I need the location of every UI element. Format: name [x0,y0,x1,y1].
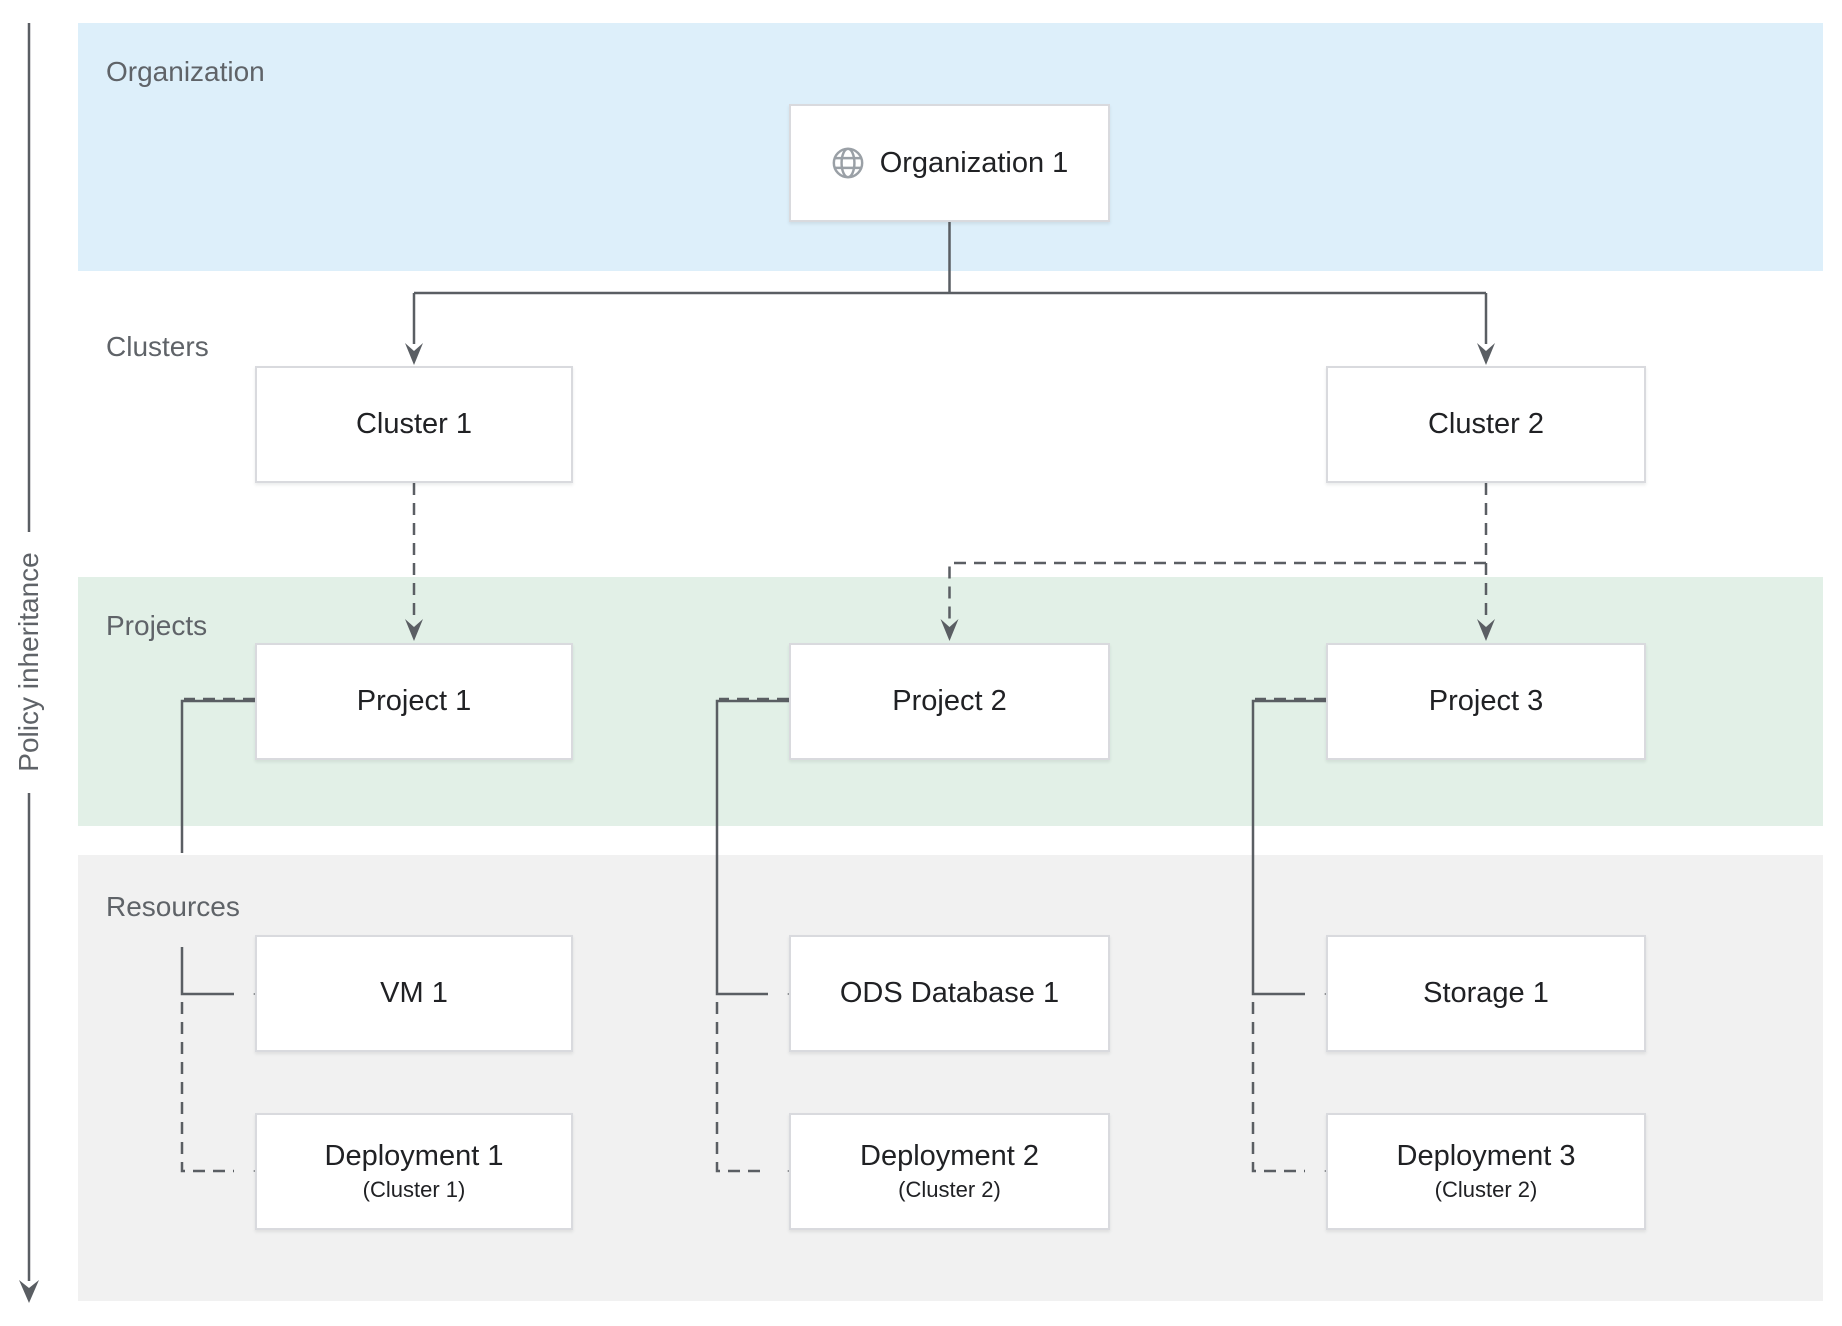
node-label: Deployment 1 [324,1140,504,1172]
node-label: ODS Database 1 [839,977,1060,1009]
resources-band-label: Resources [106,891,240,922]
projects-band-label: Projects [106,610,208,641]
node-label: Storage 1 [1423,977,1549,1009]
node-organization-1: Organization 1 [789,104,1110,222]
node-label: Project 3 [1428,685,1544,717]
node-sublabel: (Cluster 2) [1434,1177,1538,1202]
policy-inheritance-label: Policy inheritance [13,552,44,772]
node-cluster-2: Cluster 2 [1326,366,1646,483]
node-label: VM 1 [380,977,448,1009]
clusters-band-label: Clusters [106,331,209,362]
node-project-2: Project 2 [789,643,1110,760]
node-project-1: Project 1 [255,643,573,760]
arrowhead-cluster1 [405,343,423,365]
node-label: Deployment 2 [860,1140,1039,1172]
node-deployment-1: Deployment 1 (Cluster 1) [255,1113,573,1230]
node-cluster-1: Cluster 1 [255,366,573,483]
node-label: Project 1 [356,685,472,717]
node-vm-1: VM 1 [255,935,573,1052]
node-deployment-2: Deployment 2 (Cluster 2) [789,1113,1110,1230]
globe-icon [831,146,865,180]
resources-band [78,855,1823,1301]
organization-band-label: Organization [106,56,265,87]
node-label: Project 2 [892,685,1007,717]
node-sublabel: (Cluster 2) [898,1177,1001,1202]
node-project-3: Project 3 [1326,643,1646,760]
node-label: Deployment 3 [1396,1140,1576,1172]
node-storage-1: Storage 1 [1326,935,1646,1052]
node-ods-database-1: ODS Database 1 [789,935,1110,1052]
arrowhead-cluster2 [1477,343,1495,365]
node-label: Organization 1 [879,146,1069,179]
node-sublabel: (Cluster 1) [362,1177,466,1202]
node-deployment-3: Deployment 3 (Cluster 2) [1326,1113,1646,1230]
policy-axis-arrowhead [19,1280,39,1303]
node-label: Cluster 2 [1427,408,1545,440]
node-label: Cluster 1 [355,408,473,440]
